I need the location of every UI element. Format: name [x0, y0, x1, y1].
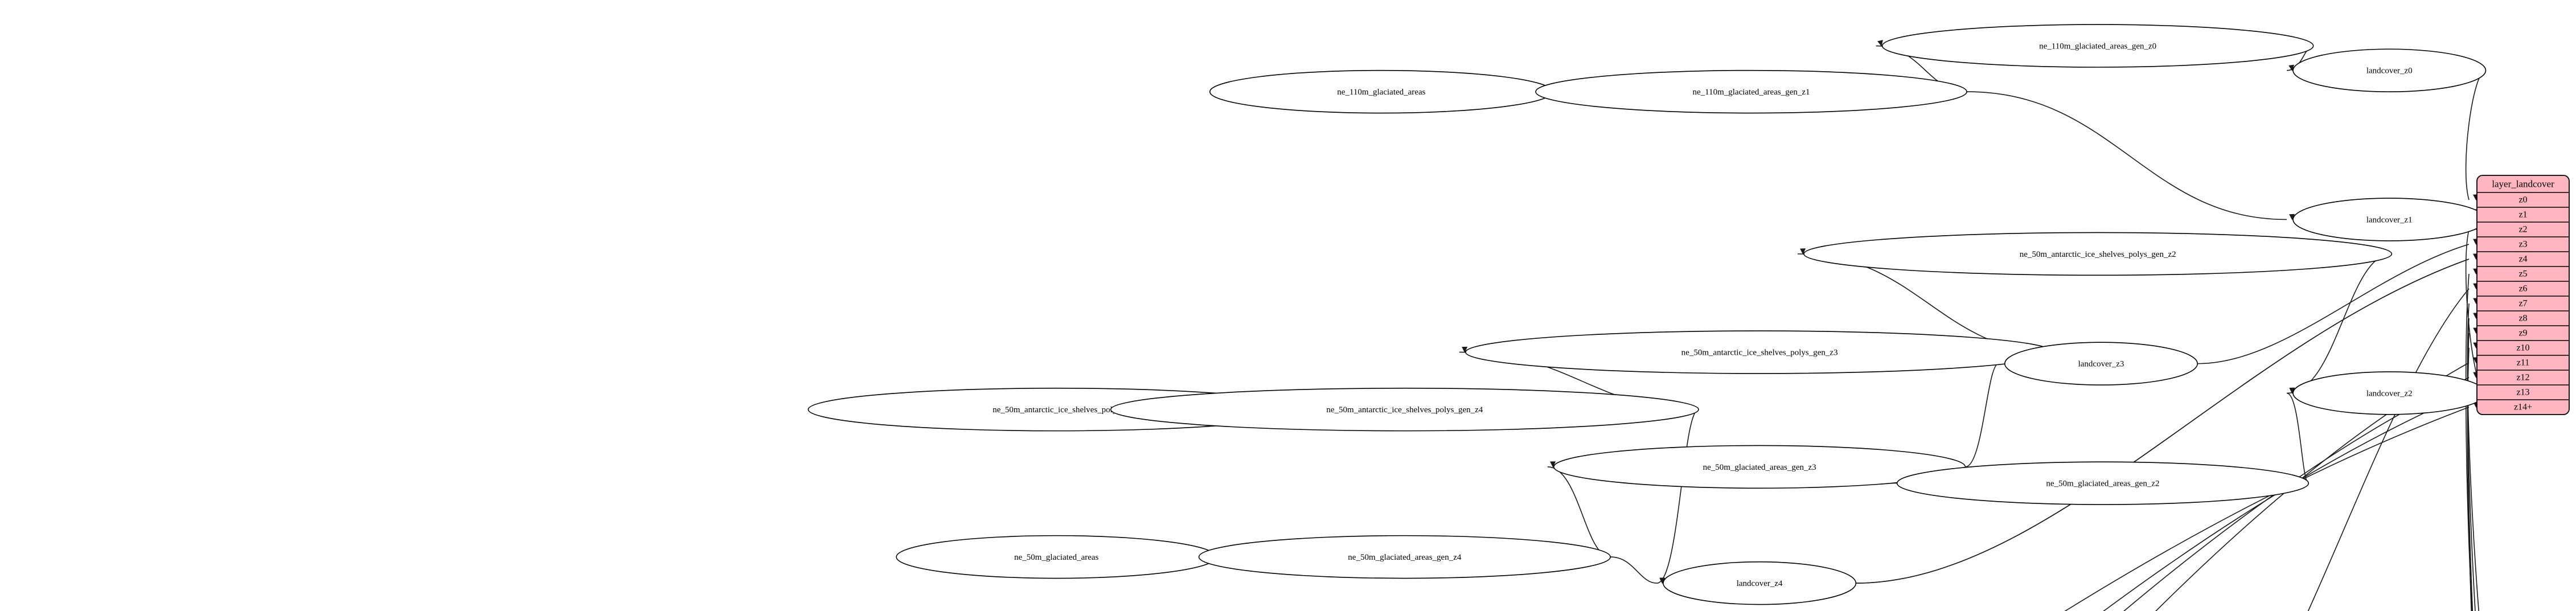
record-row-z4[interactable]: z4 [2518, 255, 2527, 264]
node-label-ne_50m_glaciated_areas_gen_z2: ne_50m_glaciated_areas_gen_z2 [2046, 479, 2159, 489]
node-label-ne_50m_glaciated_areas_gen_z4: ne_50m_glaciated_areas_gen_z4 [1348, 553, 1462, 562]
node-ne_50m_antarctic_ice_shelves_polys_gen_z2[interactable]: ne_50m_antarctic_ice_shelves_polys_gen_z… [1803, 232, 2393, 276]
node-layer: imposm3osm_landcover_polygonsimplify_vw_… [807, 24, 2487, 605]
node-label-landcover_z0: landcover_z0 [2366, 67, 2413, 76]
record-row-z9[interactable]: z9 [2518, 329, 2527, 338]
edge-ne_110m_glaciated_areas_gen_z1-to-landcover_z1 [1967, 91, 2295, 220]
node-label-ne_50m_glaciated_areas: ne_50m_glaciated_areas [1014, 553, 1098, 562]
node-ne_50m_glaciated_areas_gen_z2[interactable]: ne_50m_glaciated_areas_gen_z2 [1896, 461, 2310, 505]
node-landcover_z0[interactable]: landcover_z0 [2292, 48, 2487, 92]
node-ne_50m_glaciated_areas_gen_z4[interactable]: ne_50m_glaciated_areas_gen_z4 [1198, 535, 1611, 579]
record-row-z6[interactable]: z6 [2518, 284, 2527, 294]
edge-ne_50m_antarctic_ice_shelves_polys_gen_z4-to-landcover_z4 [1656, 409, 1699, 584]
edge-ne_50m_glaciated_areas_gen_z4-to-landcover_z4 [1610, 556, 1666, 584]
node-label-ne_110m_glaciated_areas: ne_110m_glaciated_areas [1337, 88, 1425, 97]
record-row-z14+[interactable]: z14+ [2514, 403, 2532, 412]
arrow-head [1550, 461, 1556, 468]
node-label-landcover_z2: landcover_z2 [2366, 389, 2413, 398]
record-row-z10[interactable]: z10 [2516, 343, 2529, 353]
arrow-head [1800, 248, 1806, 255]
node-label-ne_50m_antarctic_ice_shelves_polys_gen_z2: ne_50m_antarctic_ice_shelves_polys_gen_z… [2020, 250, 2176, 259]
node-label-ne_50m_antarctic_ice_shelves_polys_gen_z4: ne_50m_antarctic_ice_shelves_polys_gen_z… [1326, 405, 1483, 415]
arrow-head [2288, 64, 2295, 71]
node-label-ne_50m_antarctic_ice_shelves_polys_gen_z3: ne_50m_antarctic_ice_shelves_polys_gen_z… [1681, 348, 1838, 357]
arrow-head [1877, 40, 1883, 47]
node-label-ne_50m_glaciated_areas_gen_z3: ne_50m_glaciated_areas_gen_z3 [1703, 463, 1816, 472]
record-row-z11[interactable]: z11 [2517, 358, 2530, 368]
node-ne_110m_glaciated_areas_gen_z0[interactable]: ne_110m_glaciated_areas_gen_z0 [1881, 24, 2314, 68]
edge-ne_50m_glaciated_areas_gen_z3-to-landcover_z3 [1965, 358, 2007, 468]
record-row-z2[interactable]: z2 [2518, 225, 2527, 235]
record-row-z13[interactable]: z13 [2516, 388, 2529, 397]
node-label-landcover_z3: landcover_z3 [2078, 360, 2124, 369]
edge-layer [1104, 40, 2486, 611]
record-title: layer_landcover [2492, 179, 2554, 190]
record-row-z0[interactable]: z0 [2518, 195, 2527, 205]
record-row-z1[interactable]: z1 [2518, 210, 2527, 220]
record-row-z3[interactable]: z3 [2518, 240, 2527, 249]
layer-landcover-record[interactable]: layer_landcover z0 z1 z2 z3 z4 z5 z6 z7 z8 z9 z10 z1… [2476, 175, 2570, 415]
node-landcover_z4[interactable]: landcover_z4 [1663, 561, 1857, 605]
record-row-z7[interactable]: z7 [2518, 299, 2527, 309]
node-label-ne_50m_antarctic_ice_shelves_polys: ne_50m_antarctic_ice_shelves_polys [992, 405, 1120, 415]
node-ne_50m_antarctic_ice_shelves_polys_gen_z3[interactable]: ne_50m_antarctic_ice_shelves_polys_gen_z… [1465, 330, 2054, 374]
record-row-z5[interactable]: z5 [2518, 269, 2527, 279]
node-label-landcover_z4: landcover_z4 [1737, 579, 1783, 588]
node-ne_50m_glaciated_areas_gen_z3[interactable]: ne_50m_glaciated_areas_gen_z3 [1553, 445, 1966, 489]
node-label-landcover_z1: landcover_z1 [2366, 215, 2413, 224]
edge-landcover_z4-to-layer_landcover-z4 [1856, 253, 2479, 584]
node-landcover_z2[interactable]: landcover_z2 [2292, 371, 2487, 415]
arrow-head [1462, 346, 1468, 353]
node-label-ne_110m_glaciated_areas_gen_z0: ne_110m_glaciated_areas_gen_z0 [2039, 42, 2156, 51]
node-landcover_z1[interactable]: landcover_z1 [2292, 198, 2487, 241]
edge-osm_landcover_polygon-to-layer_landcover-z14- [2064, 401, 2479, 611]
node-landcover_z3[interactable]: landcover_z3 [2004, 342, 2198, 386]
node-ne_50m_antarctic_ice_shelves_polys_gen_z4[interactable]: ne_50m_antarctic_ice_shelves_polys_gen_z… [1110, 387, 1699, 432]
node-ne_110m_glaciated_areas[interactable]: ne_110m_glaciated_areas [1209, 69, 1553, 114]
edge-landcover_z4-to-layer_landcover-z4 [1856, 253, 2479, 584]
record-row-z12[interactable]: z12 [2516, 373, 2529, 383]
record-row-z8[interactable]: z8 [2518, 314, 2527, 323]
node-ne_50m_glaciated_areas[interactable]: ne_50m_glaciated_areas [896, 535, 1217, 579]
record-layer: layer_landcover z0 z1 z2 z3 z4 z5 z6 z7 z8 z9 z10 z1… [2476, 175, 2570, 415]
edge-landcover_z6-to-layer_landcover-z6 [2307, 283, 2479, 611]
node-ne_110m_glaciated_areas_gen_z1[interactable]: ne_110m_glaciated_areas_gen_z1 [1535, 69, 1967, 114]
node-label-ne_110m_glaciated_areas_gen_z1: ne_110m_glaciated_areas_gen_z1 [1692, 88, 1810, 97]
